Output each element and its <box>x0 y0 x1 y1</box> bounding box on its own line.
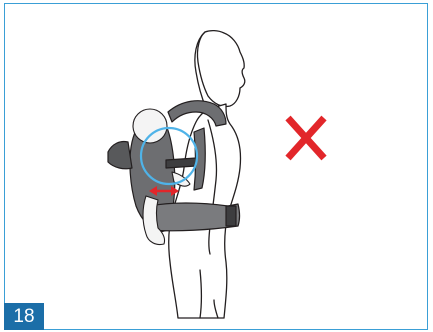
baby-head <box>133 109 167 143</box>
adult-head <box>197 31 244 107</box>
carrier-hood <box>108 141 132 168</box>
cross-mark-icon <box>288 118 324 158</box>
waistbelt-buckle <box>226 206 236 226</box>
page-number: 18 <box>13 306 34 328</box>
chest-strap <box>166 158 196 168</box>
page-number-badge: 18 <box>4 303 44 330</box>
adult-figure <box>169 31 245 318</box>
